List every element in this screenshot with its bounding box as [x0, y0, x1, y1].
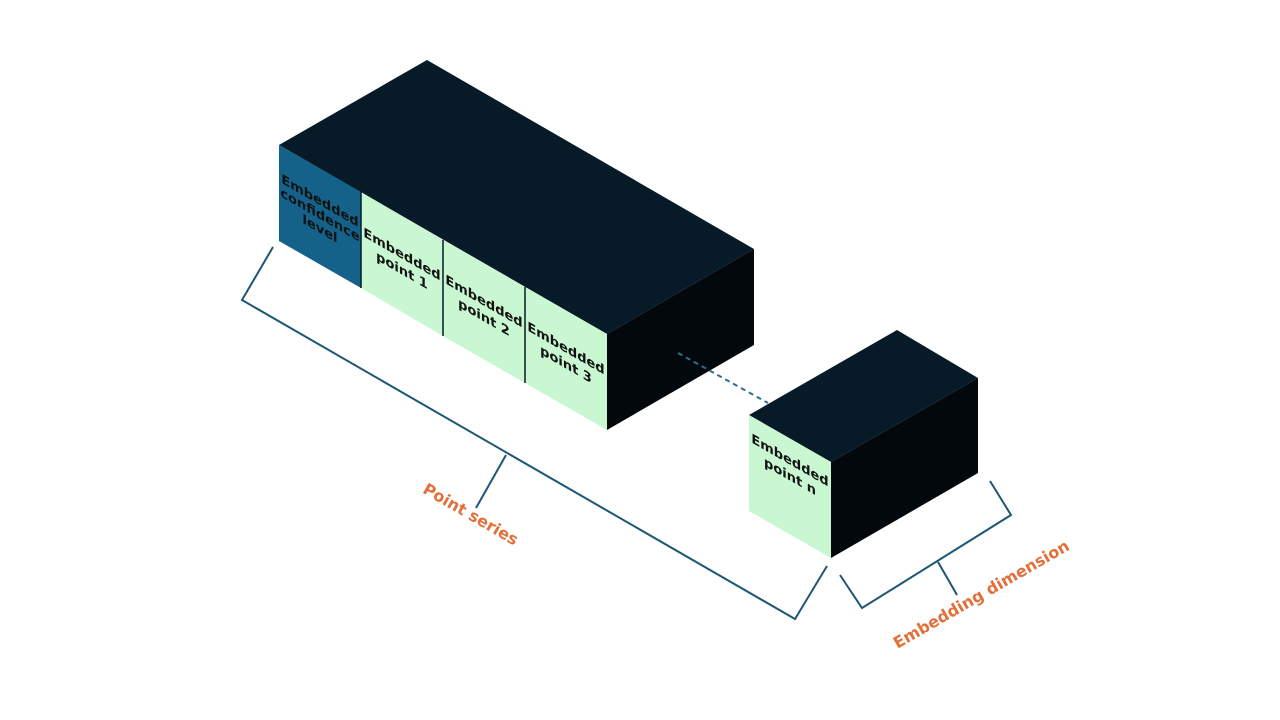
point-series-bracket [240, 246, 828, 621]
block-top-face [279, 60, 754, 334]
block-right-face [831, 378, 978, 558]
cell-dividers [360, 192, 526, 383]
bracket-line [839, 480, 1013, 610]
embedding-dimension-label: Embedding dimension [890, 536, 1073, 652]
cell-face [749, 415, 831, 558]
cell-face [361, 192, 443, 336]
bracket-stem [937, 561, 958, 596]
cell-face [525, 287, 607, 430]
cell-point-1: Embeddedpoint 1 [361, 192, 443, 336]
block-right-face [607, 249, 754, 430]
cell-point-2: Embeddedpoint 2 [443, 240, 525, 383]
cell-confidence-level: Embeddedconfidencelevel [279, 145, 361, 288]
bracket-stem [475, 454, 507, 509]
point-series-block: Embeddedconfidencelevel Embeddedpoint 1 … [279, 60, 754, 430]
continuation-dashed-line [677, 352, 769, 404]
embedding-dimension-bracket [839, 480, 1013, 610]
bracket-line [240, 246, 828, 621]
cell-face [279, 145, 361, 288]
block-top-face [749, 330, 978, 462]
last-point-block: Embeddedpoint n [749, 330, 978, 558]
cell-point-3: Embeddedpoint 3 [525, 287, 607, 430]
point-series-label: Point series [420, 479, 522, 549]
cell-face [443, 240, 525, 383]
